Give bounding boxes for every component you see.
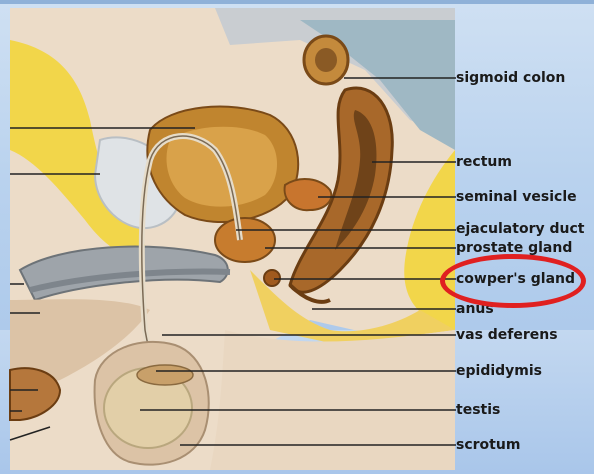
seminal-vesicle-shape bbox=[285, 179, 332, 210]
sigmoid-colon-lumen bbox=[315, 48, 337, 72]
prostate-shape bbox=[215, 218, 275, 262]
epididymis-shape bbox=[137, 365, 193, 385]
label-epididymis: epididymis bbox=[456, 363, 542, 379]
label-vas-deferens: vas deferens bbox=[456, 327, 558, 343]
label-rectum: rectum bbox=[456, 154, 512, 170]
label-testis: testis bbox=[456, 402, 500, 418]
label-sigmoid-colon: sigmoid colon bbox=[456, 70, 565, 86]
highlight-ring bbox=[440, 254, 586, 308]
thigh-lower bbox=[210, 330, 455, 470]
label-seminal-vesicle: seminal vesicle bbox=[456, 189, 577, 205]
cowpers-gland-shape bbox=[264, 270, 280, 286]
label-ejaculatory-duct: ejaculatory duct bbox=[456, 221, 584, 237]
label-scrotum: scrotum bbox=[456, 437, 520, 453]
